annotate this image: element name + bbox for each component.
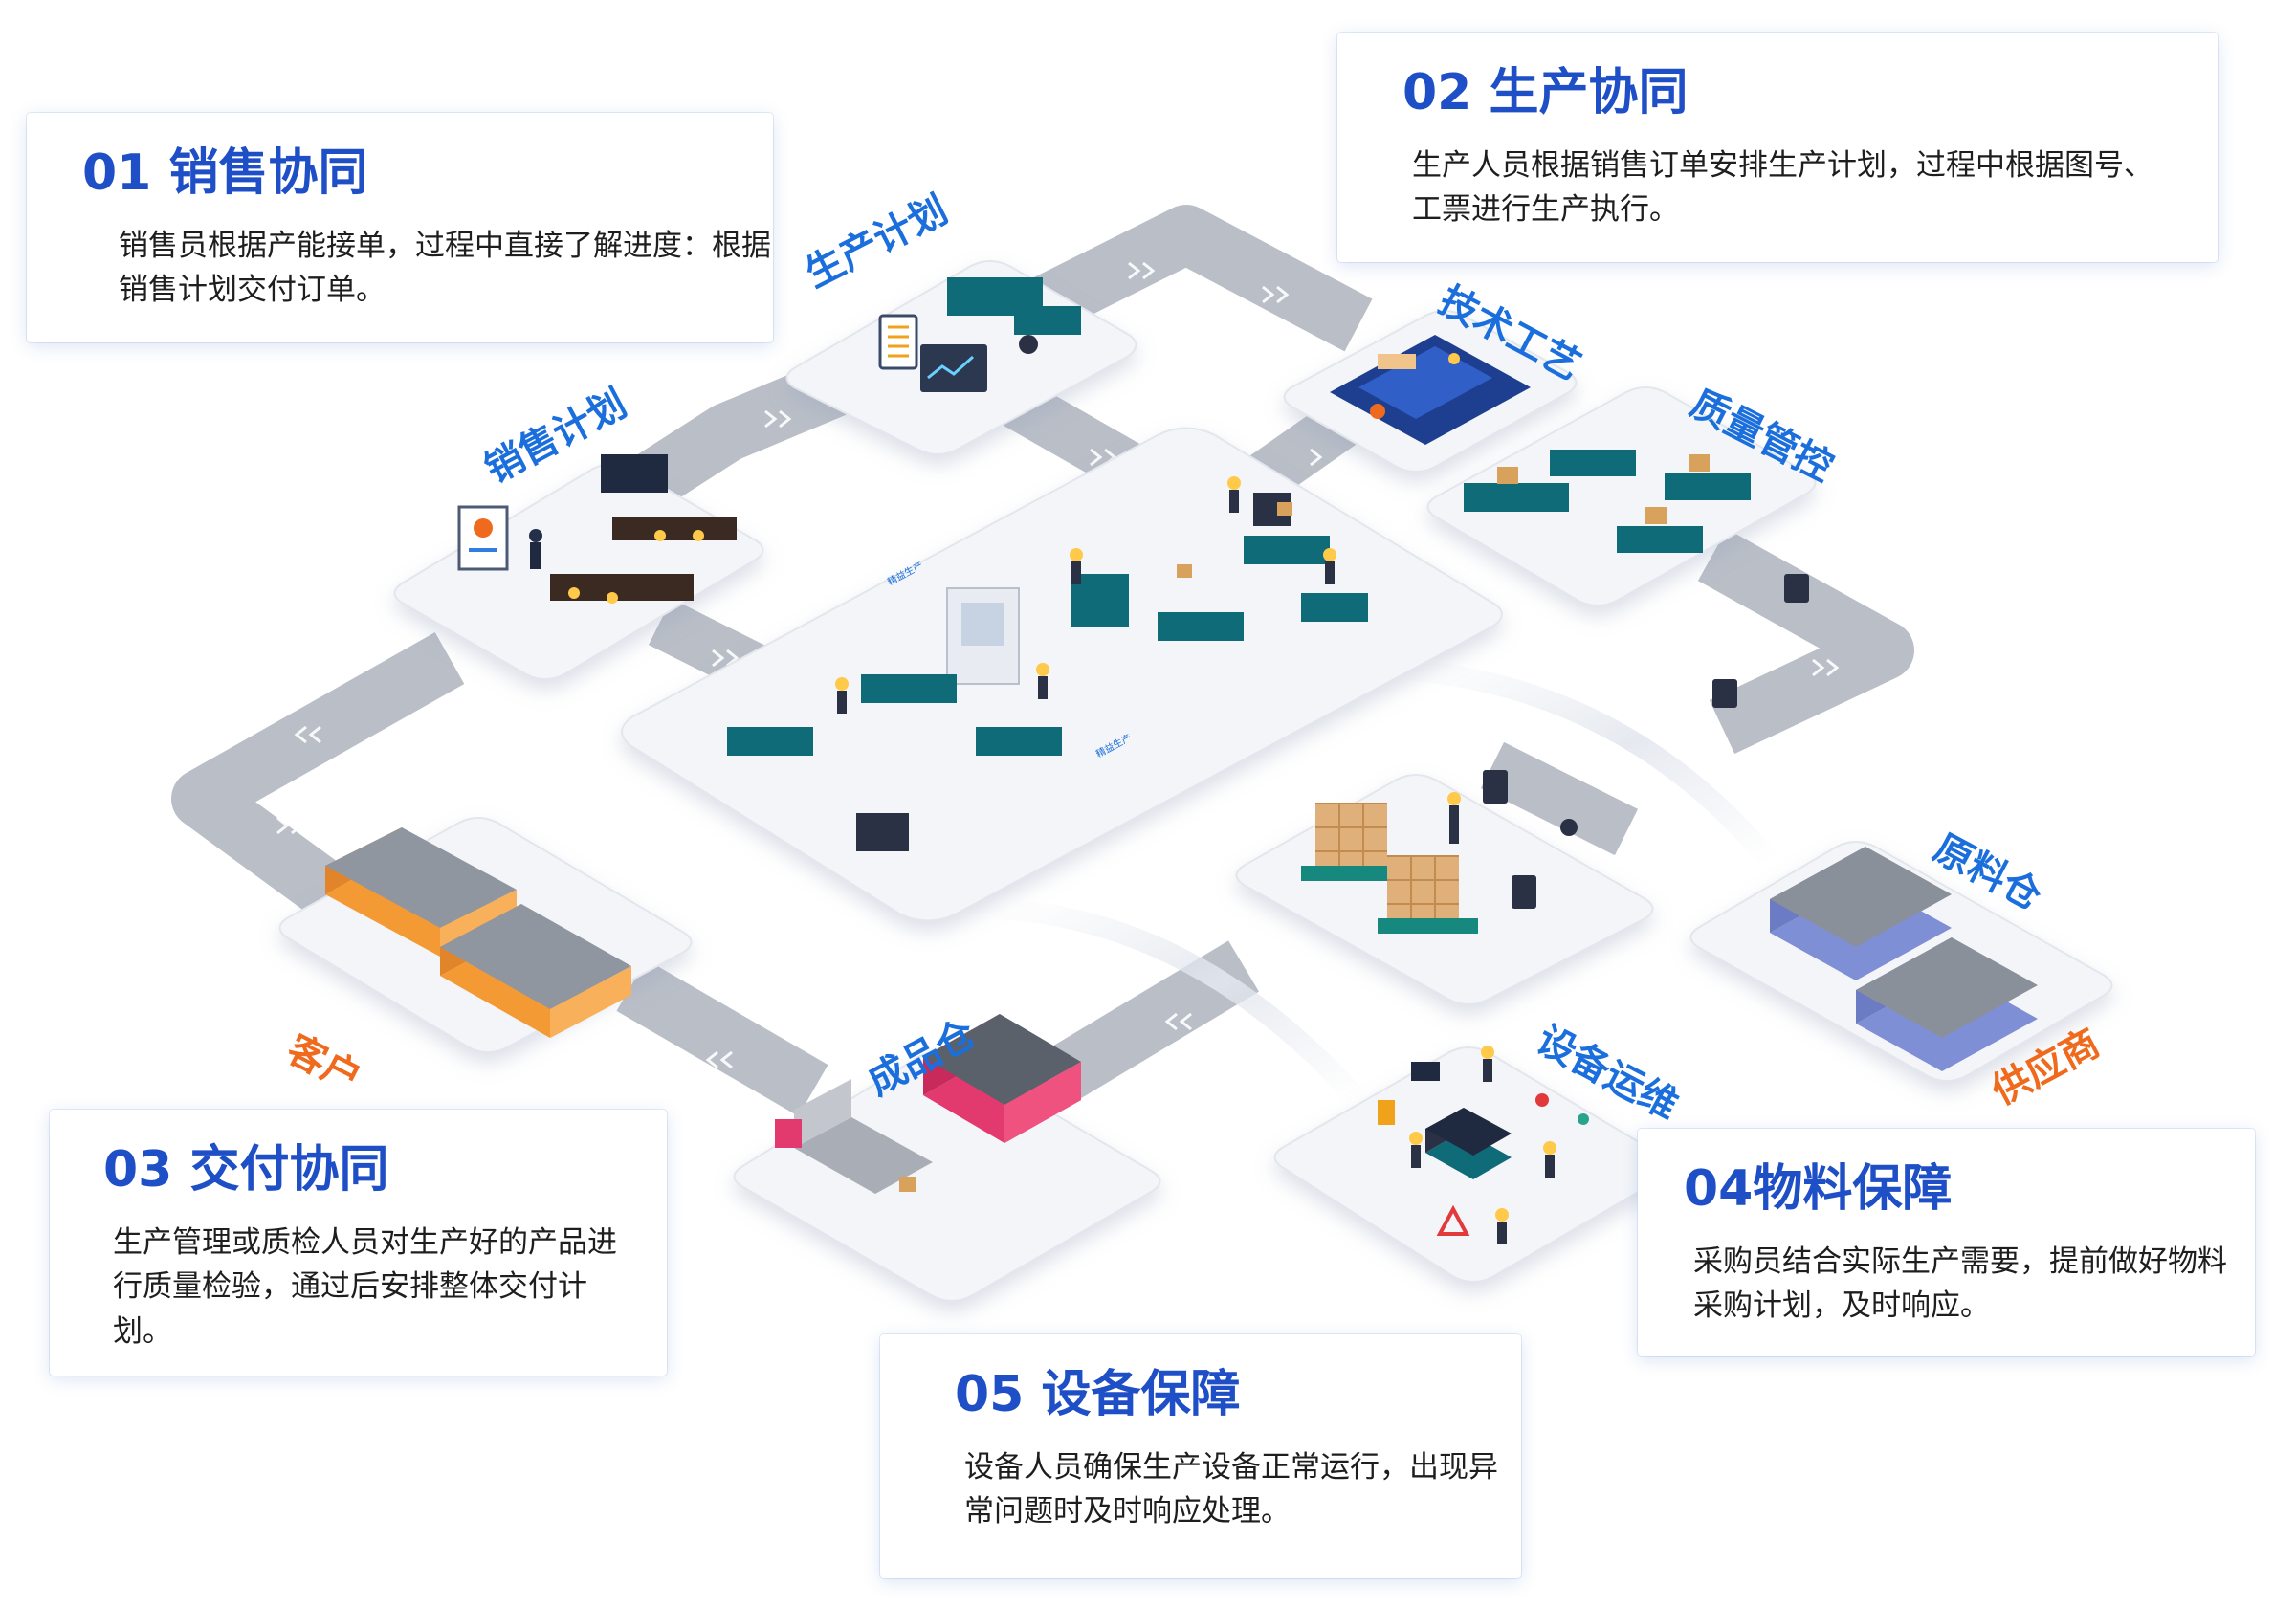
equipment-ops-props [1378,1046,1589,1244]
road-quality-to-supplier [1697,528,1914,755]
road-center-to-logistics [1480,741,1639,856]
quality-control-props [1464,450,1809,708]
card-body: 生产人员根据销售订单安排生产计划，过程中根据图号、工票进行生产执行。 [1412,147,2153,228]
supplier-warehouses [1770,847,2038,1071]
card-sales-collaboration: 01 销售协同 销售员根据产能接单，过程中直接了解进度：根据销售计划交付订单。 [27,113,773,342]
card-title: 01 销售协同 [82,144,368,202]
card-body: 销售员根据产能接单，过程中直接了解进度：根据销售计划交付订单。 [119,228,771,308]
card-title: 03 交付协同 [103,1141,389,1199]
card-body: 生产管理或质检人员对生产好的产品进行质量检验，通过后安排整体交付计划。 [113,1224,617,1349]
card-material-assurance: 04物料保障 采购员结合实际生产需要，提前做好物料采购计划，及时响应。 [1638,1129,2255,1356]
card-title: 04物料保障 [1684,1160,1953,1218]
card-equipment-assurance: 05 设备保障 设备人员确保生产设备正常运行，出现异常问题时及时响应处理。 [880,1334,1521,1578]
platform-quality [1426,386,1817,606]
card-production-collaboration: 02 生产协同 生产人员根据销售订单安排生产计划，过程中根据图号、工票进行生产执… [1337,33,2218,262]
tech-process-props [1330,335,1531,445]
finished-goods-props [775,1014,1081,1194]
road-customer-to-finished [616,959,828,1116]
flow-arc-supplier [1405,659,1778,869]
card-body: 设备人员确保生产设备正常运行，出现异常问题时及时响应处理。 [964,1449,1498,1530]
card-title: 02 生产协同 [1402,64,1689,121]
flow-arc-equipment [994,898,1367,1108]
road-production-plan-to-tech [1020,205,1373,352]
customer-warehouses [325,827,631,1038]
logistics-props [1301,770,1578,934]
production-plan-props [878,277,1081,392]
road-customer-to-sales [171,632,465,953]
road-chevrons [276,261,1840,1069]
center-factory-props [727,476,1368,851]
card-title: 05 设备保障 [955,1366,1241,1423]
sales-plan-props [457,454,737,604]
card-body: 采购员结合实际生产需要，提前做好物料采购计划，及时响应。 [1693,1244,2227,1324]
card-delivery-collaboration: 03 交付协同 生产管理或质检人员对生产好的产品进行质量检验，通过后安排整体交付… [50,1110,667,1376]
